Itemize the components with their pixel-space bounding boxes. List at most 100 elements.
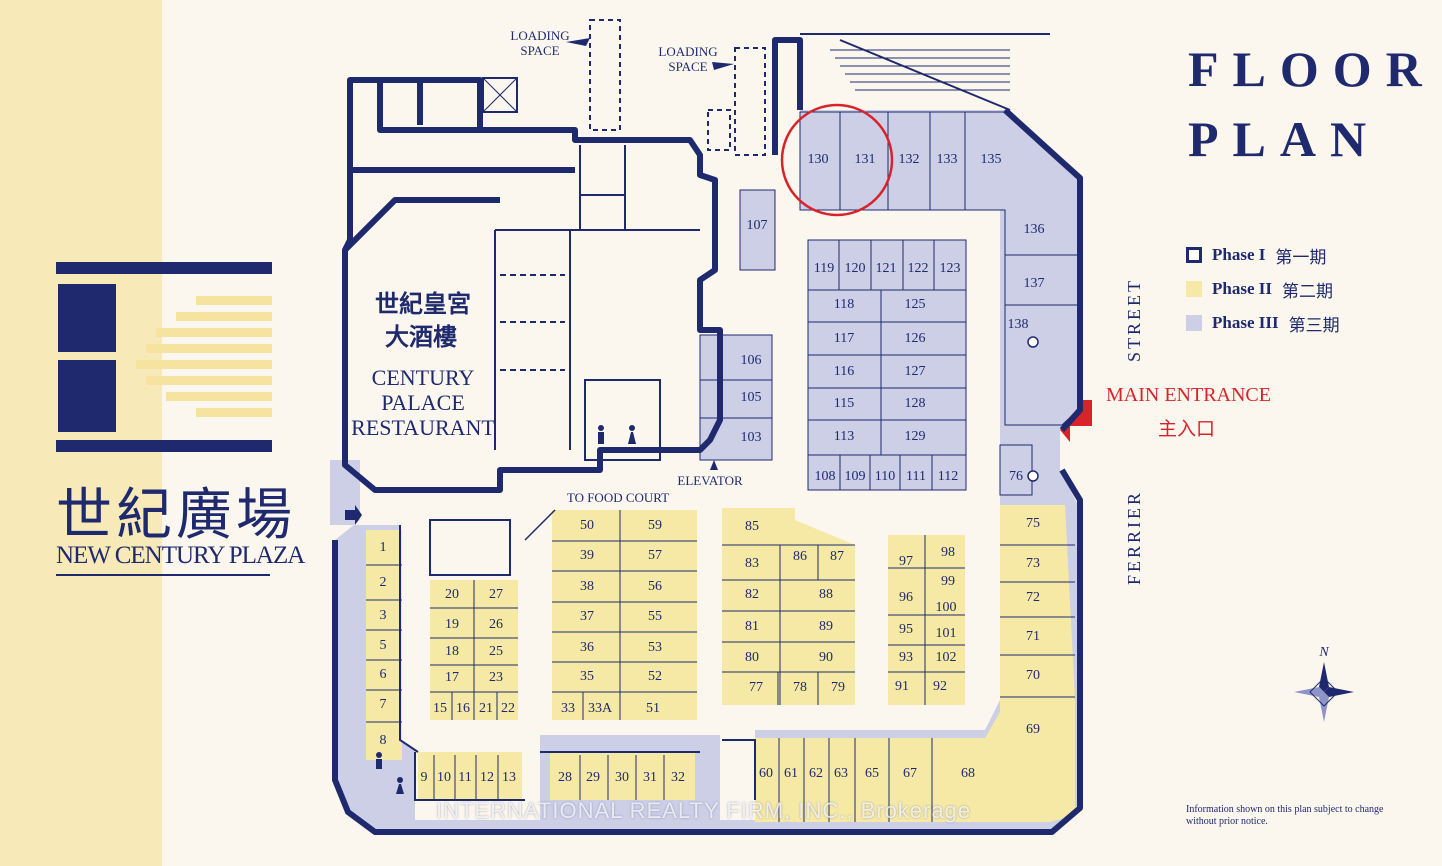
unit-label-11[interactable]: 11 [458, 770, 471, 785]
unit-label-121[interactable]: 121 [876, 261, 897, 276]
unit-label-28[interactable]: 28 [558, 770, 572, 785]
unit-label-7[interactable]: 7 [380, 697, 387, 712]
unit-label-133[interactable]: 133 [937, 152, 958, 167]
unit-label-137[interactable]: 137 [1024, 276, 1045, 291]
unit-label-96[interactable]: 96 [899, 590, 913, 605]
unit-label-136[interactable]: 136 [1024, 222, 1045, 237]
unit-label-118[interactable]: 118 [834, 297, 854, 312]
unit-label-55[interactable]: 55 [648, 609, 662, 624]
unit-label-32[interactable]: 32 [671, 770, 685, 785]
unit-label-126[interactable]: 126 [905, 331, 926, 346]
unit-label-97[interactable]: 97 [899, 554, 913, 569]
unit-label-92[interactable]: 92 [933, 679, 947, 694]
unit-label-130[interactable]: 130 [808, 152, 829, 167]
unit-label-113[interactable]: 113 [834, 429, 854, 444]
unit-label-25[interactable]: 25 [489, 644, 503, 659]
unit-label-27[interactable]: 27 [489, 587, 503, 602]
unit-label-88[interactable]: 88 [819, 587, 833, 602]
unit-label-57[interactable]: 57 [648, 548, 662, 563]
unit-label-91[interactable]: 91 [895, 679, 909, 694]
unit-label-3[interactable]: 3 [380, 608, 387, 623]
unit-label-18[interactable]: 18 [445, 644, 459, 659]
unit-label-21[interactable]: 21 [479, 701, 493, 716]
unit-label-78[interactable]: 78 [793, 680, 807, 695]
unit-label-93[interactable]: 93 [899, 650, 913, 665]
unit-label-53[interactable]: 53 [648, 640, 662, 655]
unit-label-110[interactable]: 110 [875, 469, 895, 484]
unit-label-29[interactable]: 29 [586, 770, 600, 785]
unit-label-38[interactable]: 38 [580, 579, 594, 594]
unit-label-98[interactable]: 98 [941, 545, 955, 560]
unit-label-112[interactable]: 112 [938, 469, 958, 484]
unit-label-132[interactable]: 132 [899, 152, 920, 167]
unit-label-1[interactable]: 1 [380, 540, 387, 555]
unit-label-83[interactable]: 83 [745, 556, 759, 571]
unit-label-117[interactable]: 117 [834, 331, 854, 346]
unit-label-65[interactable]: 65 [865, 766, 879, 781]
unit-label-95[interactable]: 95 [899, 622, 913, 637]
unit-label-73[interactable]: 73 [1026, 556, 1040, 571]
unit-label-33A[interactable]: 33A [588, 701, 613, 716]
unit-label-36[interactable]: 36 [580, 640, 594, 655]
unit-label-63[interactable]: 63 [834, 766, 848, 781]
unit-label-77[interactable]: 77 [749, 680, 763, 695]
unit-label-115[interactable]: 115 [834, 396, 854, 411]
unit-label-101[interactable]: 101 [936, 626, 957, 641]
unit-label-30[interactable]: 30 [615, 770, 629, 785]
unit-label-39[interactable]: 39 [580, 548, 594, 563]
unit-label-108[interactable]: 108 [815, 469, 836, 484]
unit-label-22[interactable]: 22 [501, 701, 515, 716]
unit-label-52[interactable]: 52 [648, 669, 662, 684]
unit-label-80[interactable]: 80 [745, 650, 759, 665]
unit-label-20[interactable]: 20 [445, 587, 459, 602]
unit-label-127[interactable]: 127 [905, 364, 926, 379]
unit-label-105[interactable]: 105 [741, 390, 762, 405]
unit-label-72[interactable]: 72 [1026, 590, 1040, 605]
unit-label-67[interactable]: 67 [903, 766, 917, 781]
unit-label-62[interactable]: 62 [809, 766, 823, 781]
unit-label-19[interactable]: 19 [445, 617, 459, 632]
unit-label-135[interactable]: 135 [981, 152, 1002, 167]
unit-label-31[interactable]: 31 [643, 770, 657, 785]
unit-label-82[interactable]: 82 [745, 587, 759, 602]
unit-label-107[interactable]: 107 [747, 218, 768, 233]
unit-label-26[interactable]: 26 [489, 617, 503, 632]
unit-label-61[interactable]: 61 [784, 766, 798, 781]
unit-label-33[interactable]: 33 [561, 701, 575, 716]
unit-label-16[interactable]: 16 [456, 701, 470, 716]
unit-label-10[interactable]: 10 [437, 770, 451, 785]
unit-label-125[interactable]: 125 [905, 297, 926, 312]
unit-label-8[interactable]: 8 [380, 733, 387, 748]
unit-label-119[interactable]: 119 [814, 261, 834, 276]
unit-label-60[interactable]: 60 [759, 766, 773, 781]
unit-label-50[interactable]: 50 [580, 518, 594, 533]
unit-label-68[interactable]: 68 [961, 766, 975, 781]
unit-label-85[interactable]: 85 [745, 519, 759, 534]
unit-label-76[interactable]: 76 [1009, 469, 1023, 484]
unit-label-122[interactable]: 122 [908, 261, 929, 276]
unit-label-102[interactable]: 102 [936, 650, 957, 665]
unit-label-6[interactable]: 6 [380, 667, 387, 682]
unit-label-51[interactable]: 51 [646, 701, 660, 716]
unit-label-13[interactable]: 13 [502, 770, 516, 785]
unit-label-70[interactable]: 70 [1026, 668, 1040, 683]
unit-label-15[interactable]: 15 [433, 701, 447, 716]
unit-label-131[interactable]: 131 [855, 152, 876, 167]
unit-label-71[interactable]: 71 [1026, 629, 1040, 644]
unit-label-56[interactable]: 56 [648, 579, 662, 594]
unit-label-86[interactable]: 86 [793, 549, 807, 564]
unit-label-75[interactable]: 75 [1026, 516, 1040, 531]
unit-label-128[interactable]: 128 [905, 396, 926, 411]
unit-label-111[interactable]: 111 [906, 469, 926, 484]
unit-label-9[interactable]: 9 [421, 770, 428, 785]
unit-label-35[interactable]: 35 [580, 669, 594, 684]
unit-label-100[interactable]: 100 [936, 600, 957, 615]
unit-label-99[interactable]: 99 [941, 574, 955, 589]
unit-label-79[interactable]: 79 [831, 680, 845, 695]
unit-label-87[interactable]: 87 [830, 549, 844, 564]
unit-label-129[interactable]: 129 [905, 429, 926, 444]
unit-label-90[interactable]: 90 [819, 650, 833, 665]
unit-label-89[interactable]: 89 [819, 619, 833, 634]
unit-label-116[interactable]: 116 [834, 364, 854, 379]
unit-label-103[interactable]: 103 [741, 430, 762, 445]
